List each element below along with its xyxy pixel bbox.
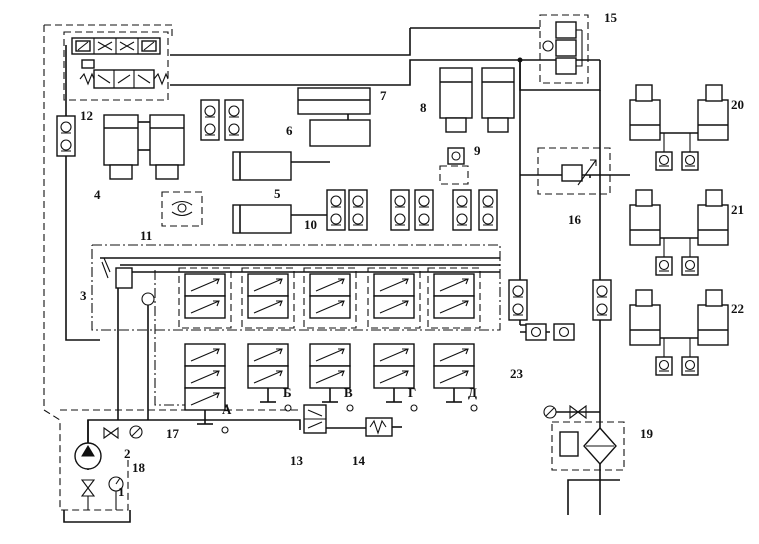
check-valve-pair	[414, 189, 434, 231]
check-valve-23-symbol	[525, 323, 547, 341]
label-B: Б	[283, 385, 292, 400]
label-22: 22	[731, 301, 744, 316]
label-A: А	[222, 402, 232, 417]
check-valve-23-symbol	[553, 323, 575, 341]
cylinder-group	[629, 189, 729, 276]
label-G: Г	[408, 385, 416, 400]
label-11: 11	[140, 228, 152, 243]
label-2: 2	[124, 446, 131, 461]
spool-valve	[241, 267, 295, 412]
label-3: 3	[80, 288, 87, 303]
check-valve-pairs-10: 10	[304, 217, 317, 232]
check-valve-pair	[200, 99, 220, 141]
throttle-11: 11	[140, 191, 203, 243]
regulator-16: 16	[537, 147, 611, 227]
check-valve-pair	[592, 279, 612, 321]
valve-15: 15	[517, 10, 618, 84]
check-valve-pair	[452, 189, 472, 231]
label-7: 7	[380, 88, 387, 103]
label-V: В	[344, 385, 353, 400]
cylinder-7: 7	[297, 87, 387, 147]
check-valve-pair	[478, 189, 498, 231]
valve-13: 13	[290, 404, 327, 468]
check-valve-pair	[508, 279, 528, 321]
label-12: 12	[80, 108, 93, 123]
label-14: 14	[352, 453, 366, 468]
check-valve-symbol	[655, 356, 673, 376]
pump-2: 2	[74, 442, 131, 470]
label-4: 4	[94, 187, 101, 202]
check-valve-symbol	[655, 256, 673, 276]
label-D: Д	[468, 385, 477, 400]
check-valve-pair	[390, 189, 410, 231]
label-1: 1	[118, 484, 125, 499]
label-6: 6	[286, 123, 293, 138]
label-9: 9	[474, 143, 481, 158]
cylinder-pair-8: 8	[420, 67, 515, 133]
label-20: 20	[731, 97, 744, 112]
check-valve-symbol	[681, 256, 699, 276]
cylinder-groups-right	[629, 84, 729, 376]
label-18: 18	[132, 460, 146, 475]
label-17: 17	[166, 426, 180, 441]
tank-1: 1	[63, 484, 131, 523]
cylinder-group	[629, 84, 729, 171]
cylinder-14: 14	[326, 417, 402, 468]
check-valves-23: 23	[510, 366, 524, 381]
check-valve-pair	[56, 115, 76, 157]
spool-valve	[178, 267, 232, 434]
relief-valve-3: 3	[80, 257, 155, 306]
spool-valve	[367, 267, 421, 412]
label-19: 19	[640, 426, 654, 441]
check-valve-pairs	[56, 99, 612, 341]
cylinder-pair-4: 4	[94, 114, 185, 202]
solenoid-valve-12: 12	[63, 31, 169, 123]
check-valve-pair	[224, 99, 244, 141]
check-valve-9: 9	[439, 143, 481, 185]
check-valve-symbol	[681, 356, 699, 376]
label-10: 10	[304, 217, 317, 232]
gauge-18: 18	[80, 460, 146, 510]
cylinder-group	[629, 289, 729, 376]
spool-distributor-block	[178, 267, 481, 434]
cylinder-6: 6	[232, 123, 330, 181]
check-valve-pair	[326, 189, 346, 231]
label-5: 5	[274, 186, 281, 201]
filter-19: 19	[543, 404, 654, 471]
label-21: 21	[731, 202, 744, 217]
label-15: 15	[604, 10, 618, 25]
cylinder-5: 5	[232, 186, 330, 234]
label-16: 16	[568, 212, 582, 227]
spool-valve	[427, 267, 481, 412]
check-valve-symbol	[681, 151, 699, 171]
label-13: 13	[290, 453, 304, 468]
check-valve-pair	[348, 189, 368, 231]
spool-valve	[303, 267, 357, 412]
label-8: 8	[420, 100, 427, 115]
check-valve-symbol	[655, 151, 673, 171]
label-23: 23	[510, 366, 524, 381]
valve-17: 17	[103, 425, 180, 441]
